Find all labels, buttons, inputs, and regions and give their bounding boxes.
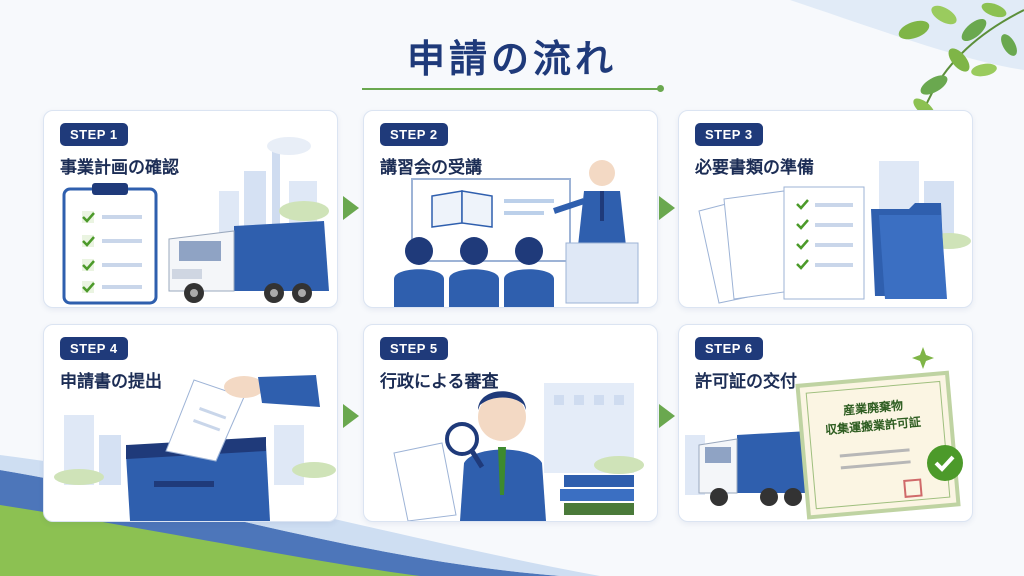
- step-title: 申請書の提出: [60, 372, 162, 392]
- step-title: 許可証の交付: [695, 372, 797, 392]
- checklist-marks: [796, 199, 853, 270]
- step-3-illustration: [698, 161, 971, 304]
- step-card-3: STEP 3 必要書類の準備: [678, 110, 973, 308]
- step-card-2: STEP 2 講習会の受講: [363, 110, 658, 308]
- lecturer: [553, 160, 639, 304]
- garbage-truck: [698, 431, 813, 506]
- step-2-illustration: [394, 160, 639, 307]
- step-title: 講習会の受講: [380, 158, 482, 178]
- arrow-right-icon: [343, 404, 359, 428]
- magnifier-icon: [445, 422, 485, 469]
- step-card-5: STEP 5 行政による審査: [363, 324, 658, 522]
- garbage-truck: [168, 221, 329, 303]
- step-title: 必要書類の準備: [695, 158, 814, 178]
- step-1-illustration: [62, 137, 329, 305]
- step-card-4: STEP 4 申請書の提出: [43, 324, 338, 522]
- binders: [560, 475, 634, 515]
- hand: [224, 375, 320, 407]
- title-underline-dot: [657, 85, 664, 92]
- step-card-1: STEP 1 事業計画の確認: [43, 110, 338, 308]
- leaves-decoration: [898, 2, 1024, 118]
- step-4-illustration: [54, 375, 336, 521]
- step-title: 事業計画の確認: [60, 158, 179, 178]
- sparkle-icon: [912, 347, 934, 369]
- arrow-right-icon: [343, 196, 359, 220]
- title-underline: [362, 88, 662, 90]
- step-badge: STEP 6: [695, 337, 763, 360]
- audience: [394, 237, 554, 307]
- check-circle-icon: [927, 445, 963, 481]
- step-badge: STEP 1: [60, 123, 128, 146]
- step-badge: STEP 3: [695, 123, 763, 146]
- page-title: 申請の流れ: [406, 37, 617, 81]
- step-6-illustration: [685, 347, 963, 520]
- step-badge: STEP 2: [380, 123, 448, 146]
- arrow-right-icon: [659, 404, 675, 428]
- inspector: [460, 391, 546, 521]
- step-5-illustration: [393, 383, 644, 521]
- step-card-6: STEP 6 許可証の交付 産業廃棄物 収集運搬業許可証: [678, 324, 973, 522]
- step-badge: STEP 4: [60, 337, 128, 360]
- checklist-marks: [82, 211, 142, 293]
- step-title: 行政による審査: [380, 372, 499, 392]
- step-badge: STEP 5: [380, 337, 448, 360]
- folder-icon: [871, 203, 947, 299]
- bottom-wave-green: [0, 505, 420, 576]
- arrow-right-icon: [659, 196, 675, 220]
- certificate: [795, 370, 961, 520]
